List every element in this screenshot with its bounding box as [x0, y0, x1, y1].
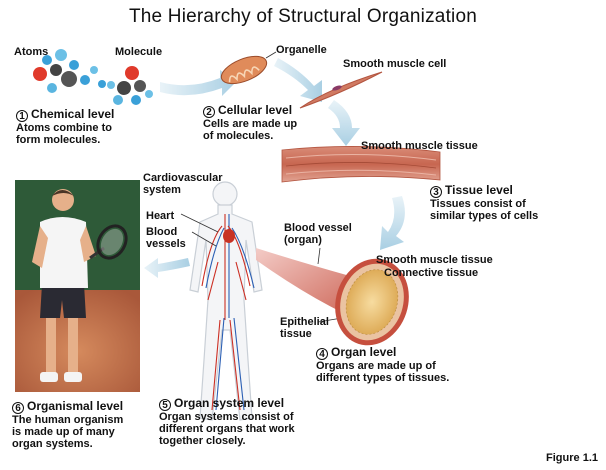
flow-arrow-1 [160, 70, 236, 96]
step-number: 1 [16, 110, 28, 122]
step-number: 6 [12, 402, 24, 414]
atom [42, 55, 52, 65]
flow-arrow-3 [328, 100, 360, 146]
label-heart: Heart [146, 210, 175, 222]
page-title: The Hierarchy of Structural Organization [128, 6, 478, 27]
label-smooth-muscle-cell: Smooth muscle cell [343, 58, 447, 70]
heart-icon [223, 229, 235, 243]
step-number: 4 [316, 348, 328, 360]
organelle-mitochondrion [220, 51, 277, 85]
smooth-muscle-tissue-band [281, 146, 441, 183]
label-atoms: Atoms [14, 46, 49, 58]
atom [47, 83, 57, 93]
label-cardiovascular-system: Cardiovascular system [143, 172, 223, 196]
label-organelle: Organelle [276, 44, 327, 56]
figure-label: Figure 1.1 [546, 452, 598, 464]
smooth-muscle-cell [299, 71, 383, 109]
atom [50, 64, 62, 76]
step-number: 5 [159, 399, 171, 411]
atom [33, 67, 47, 81]
label-smooth-muscle-tissue: Smooth muscle tissue [376, 254, 493, 266]
atom [55, 49, 67, 61]
atoms-cluster [33, 49, 106, 93]
label-molecule: Molecule [115, 46, 163, 58]
atom [61, 71, 77, 87]
step-heading: Cellular level [218, 103, 293, 117]
cardiovascular-figure [189, 181, 263, 421]
flow-arrow-2 [274, 58, 322, 102]
label-blood-vessels: Blood vessels [146, 226, 186, 250]
step-heading: Organ level [331, 345, 397, 359]
atom [80, 75, 90, 85]
molecule [107, 66, 153, 105]
step-number: 2 [203, 106, 215, 118]
label-epithelial-tissue: Epithelial tissue [280, 316, 329, 340]
atom [90, 66, 98, 74]
label-blood-vessel-organ: Blood vessel (organ) [284, 222, 352, 246]
label-connective-tissue: Connective tissue [384, 267, 479, 279]
flow-arrow-4 [380, 196, 405, 250]
step-heading: Organismal level [27, 399, 124, 413]
step-heading: Organ system level [174, 396, 285, 410]
blood-vessel-organ [256, 248, 409, 346]
tennis-player-photo [15, 180, 140, 392]
step-number: 3 [430, 186, 442, 198]
atom [69, 60, 79, 70]
step-heading: Tissue level [445, 183, 513, 197]
atom [98, 80, 106, 88]
label-smooth-muscle-tissue-top: Smooth muscle tissue [361, 140, 478, 152]
flow-arrow-5 [144, 258, 190, 278]
step-heading: Chemical level [31, 107, 115, 121]
